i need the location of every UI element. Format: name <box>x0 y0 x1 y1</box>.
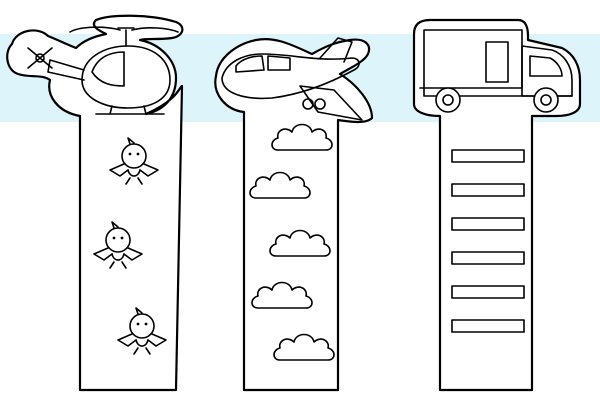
bird-icon <box>93 221 143 269</box>
cloud-icon <box>251 281 313 309</box>
rectangle-box-icon <box>451 149 525 163</box>
helicopter-body <box>81 45 171 109</box>
cloud-column <box>249 123 335 361</box>
rectangle-box-icon <box>451 319 525 333</box>
airplane-wing <box>299 85 363 121</box>
helicopter-window <box>91 51 125 87</box>
airplane-tail-fin <box>319 37 353 63</box>
helicopter-skids <box>95 105 165 115</box>
airplane-fuselage <box>221 53 360 100</box>
helicopter-bookmark-outline <box>6 14 184 392</box>
helicopter-tail-rotor <box>27 47 53 69</box>
bookmark-helicopter <box>6 14 184 392</box>
truck-cargo-door <box>485 41 509 83</box>
bird-column <box>93 137 167 355</box>
truck-wheels <box>435 87 559 113</box>
rectangle-box-icon <box>451 217 525 231</box>
airplane-engines <box>302 98 326 110</box>
cloud-icon <box>249 171 311 199</box>
airplane-cockpit <box>235 55 291 73</box>
truck-cab-window <box>529 55 563 77</box>
rectangle-box-icon <box>451 251 525 265</box>
cloud-icon <box>273 333 335 361</box>
airplane-bookmark-outline <box>214 38 374 392</box>
truck-chassis <box>419 87 573 97</box>
box-column <box>451 149 525 333</box>
bird-icon <box>117 307 167 355</box>
helicopter-rotor <box>69 26 179 47</box>
rectangle-box-icon <box>451 285 525 299</box>
bird-icon <box>109 137 159 185</box>
rectangle-box-icon <box>451 183 525 197</box>
bookmark-airplane <box>214 37 374 392</box>
bookmark-truck <box>412 18 582 392</box>
truck-cab <box>521 45 573 97</box>
cloud-icon <box>269 229 331 257</box>
cloud-icon <box>271 123 333 151</box>
